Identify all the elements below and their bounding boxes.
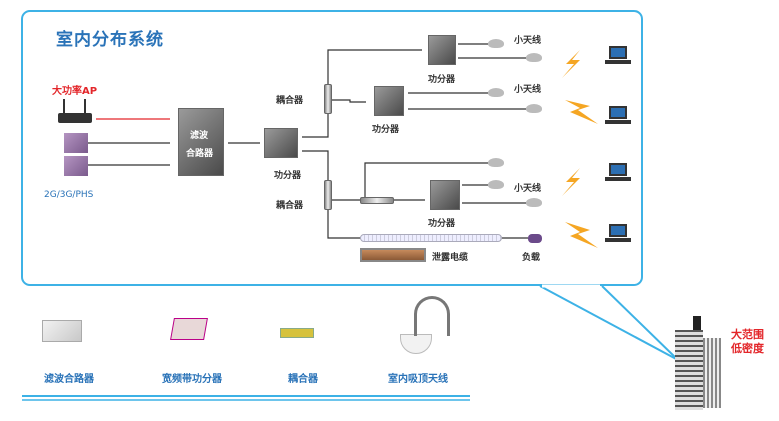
signal-icon xyxy=(562,168,580,196)
callout-line-right xyxy=(601,285,679,361)
power-splitter xyxy=(264,128,298,158)
coverage-label-2: 低密度 xyxy=(731,342,764,355)
signal-icon xyxy=(565,222,598,248)
cable-icon xyxy=(360,248,426,262)
laptop-icon xyxy=(609,106,627,119)
coupler xyxy=(360,197,394,204)
power-splitter xyxy=(430,180,460,210)
antenna-icon xyxy=(488,39,504,48)
power-splitter-label: 功分器 xyxy=(372,125,400,135)
power-splitter-label: 功分器 xyxy=(428,219,456,229)
coupler xyxy=(324,180,332,210)
diagram-title: 室内分布系统 xyxy=(56,30,164,50)
antenna-icon xyxy=(526,198,542,207)
coupler-icon xyxy=(280,328,314,338)
power-splitter xyxy=(374,86,404,116)
load-icon xyxy=(528,234,542,243)
component-label: 滤波合路器 xyxy=(44,374,94,385)
component-label: 室内吸顶天线 xyxy=(388,374,448,385)
power-splitter xyxy=(428,35,456,65)
antenna-icon xyxy=(526,53,542,62)
antenna-icon xyxy=(488,180,504,189)
filter-combiner-icon xyxy=(42,320,82,342)
antenna-icon xyxy=(488,158,504,167)
component-label: 耦合器 xyxy=(288,374,318,385)
power-splitter-label: 功分器 xyxy=(274,171,302,181)
base-station-icon xyxy=(64,156,88,176)
signal-icon xyxy=(565,100,598,124)
load-label: 负载 xyxy=(522,253,541,263)
coupler-label: 耦合器 xyxy=(276,201,304,211)
router-icon xyxy=(58,113,92,123)
antenna-icon xyxy=(488,88,504,97)
leaky-cable-label: 泄露电缆 xyxy=(432,253,469,263)
filter-combiner-box xyxy=(178,108,224,176)
combiner-label-2: 合路器 xyxy=(186,149,214,159)
coupler-label: 耦合器 xyxy=(276,96,304,106)
bts-label: 2G/3G/PHS xyxy=(44,190,94,200)
small-antenna-label: 小天线 xyxy=(514,85,542,95)
combiner-label-1: 滤波 xyxy=(190,131,209,141)
component-label: 宽频带功分器 xyxy=(162,374,222,385)
base-station-icon xyxy=(64,133,88,153)
power-splitter-label: 功分器 xyxy=(428,75,456,85)
coupler xyxy=(324,84,332,114)
signal-icon xyxy=(562,50,580,78)
coverage-label-1: 大范围 xyxy=(731,328,764,341)
small-antenna-label: 小天线 xyxy=(514,36,542,46)
laptop-icon xyxy=(609,163,627,176)
small-antenna-label: 小天线 xyxy=(514,184,542,194)
laptop-icon xyxy=(609,224,627,237)
callout-line-left xyxy=(539,285,679,361)
building-icon xyxy=(675,330,703,410)
laptop-icon xyxy=(609,46,627,59)
wideband-splitter-icon xyxy=(170,318,208,340)
antenna-icon xyxy=(526,104,542,113)
ap-label: 大功率AP xyxy=(52,86,98,97)
leaky-cable xyxy=(360,234,502,242)
